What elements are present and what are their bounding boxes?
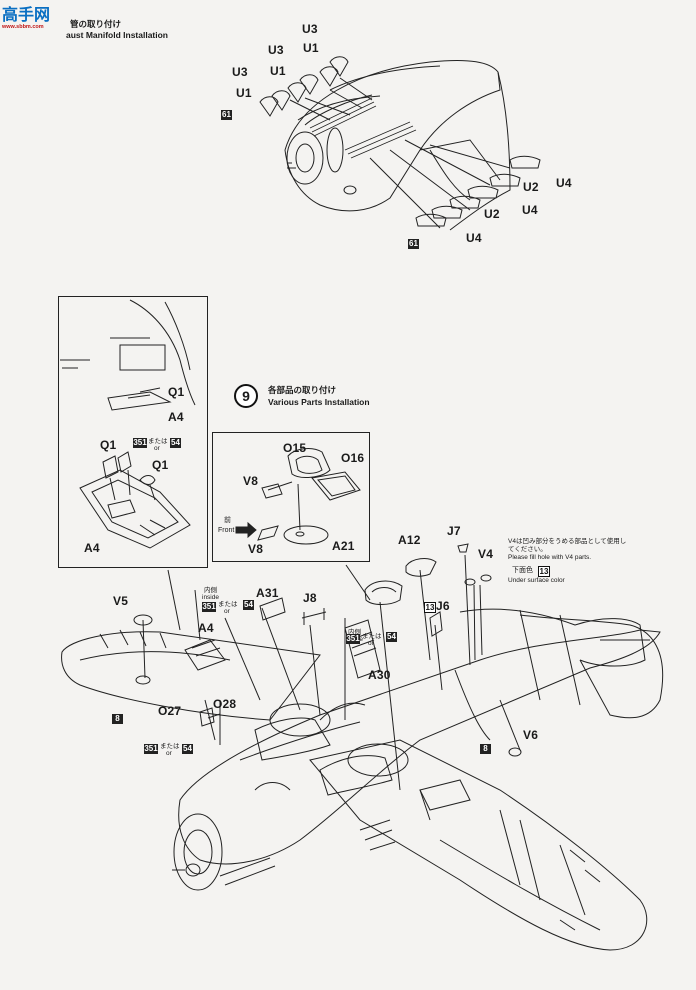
part-label-u1: U1	[303, 41, 319, 55]
part-label-o28: O28	[213, 697, 237, 711]
part-label-v4: V4	[478, 547, 494, 561]
part-label-v8: V8	[243, 474, 259, 488]
or-note-jp: または	[148, 438, 168, 445]
paint-number-54: 54	[386, 632, 397, 642]
part-label-u2: U2	[523, 180, 539, 194]
step-number-badge: 9	[234, 384, 258, 408]
front-label-jp: 前	[224, 517, 231, 524]
or-note-en: or	[224, 608, 230, 615]
part-label-v6: V6	[523, 728, 539, 742]
part-label-u2: U2	[484, 207, 500, 221]
part-label-u4: U4	[556, 176, 572, 190]
paint-number-54: 54	[243, 600, 254, 610]
paint-number-13: 13	[424, 602, 436, 613]
part-label-a4: A4	[168, 410, 184, 424]
or-note-en: or	[368, 640, 374, 647]
part-label-j7: J7	[447, 524, 461, 538]
paint-number-54: 54	[182, 744, 193, 754]
inside-note-en: inside	[202, 594, 219, 601]
paint-number-8: 8	[480, 744, 491, 754]
paint-number-54: 54	[170, 438, 181, 448]
part-label-u3: U3	[268, 43, 284, 57]
part-label-a4: A4	[84, 541, 100, 555]
paint-number-351: 351	[346, 634, 360, 644]
or-note-jp: または	[218, 601, 238, 608]
under-surface-note-en: Under surface color	[508, 577, 565, 584]
watermark-logo: 高手网 www.sbbm.com	[2, 8, 72, 38]
paint-number-61: 61	[408, 239, 419, 249]
part-label-a4: A4	[198, 621, 214, 635]
paint-number-351: 351	[133, 438, 147, 448]
watermark-url: www.sbbm.com	[2, 24, 44, 30]
part-label-u4: U4	[522, 203, 538, 217]
paint-number-61: 61	[221, 110, 232, 120]
part-label-a31: A31	[256, 586, 279, 600]
or-note-en: or	[166, 750, 172, 757]
paint-number-351: 351	[202, 602, 216, 612]
v4-note-jp-line2: てください。	[508, 546, 547, 553]
part-label-q1: Q1	[168, 385, 185, 399]
inset-exhaust-detail-box	[58, 296, 208, 568]
paint-number-13: 13	[538, 566, 550, 577]
inside-note-jp: 内側	[348, 629, 361, 636]
or-note-jp: または	[160, 743, 180, 750]
under-surface-note-jp: 下面色	[512, 567, 533, 574]
part-label-o27: O27	[158, 704, 182, 718]
part-label-j6: J6	[436, 599, 450, 613]
part-label-o16: O16	[341, 451, 365, 465]
front-label-en: Front	[218, 527, 235, 534]
part-label-o15: O15	[283, 441, 307, 455]
step8-title-en: aust Manifold Installation	[66, 30, 169, 40]
watermark-logo-text: 高手网	[2, 7, 51, 24]
or-note-en: or	[154, 445, 160, 452]
part-label-a30: A30	[368, 668, 391, 682]
part-label-a12: A12	[398, 533, 421, 547]
paint-number-351: 351	[144, 744, 158, 754]
inside-note-jp: 内側	[204, 587, 217, 594]
part-label-v5: V5	[113, 594, 129, 608]
step8-title-jp: 管の取り付け	[70, 19, 122, 29]
part-label-u1: U1	[236, 86, 252, 100]
paint-number-8: 8	[112, 714, 123, 724]
inset-parts-detail-box	[212, 432, 370, 562]
part-label-u3: U3	[232, 65, 248, 79]
part-label-j8: J8	[303, 591, 317, 605]
part-label-u1: U1	[270, 64, 286, 78]
step9-title-jp: 各部品の取り付け	[268, 385, 337, 395]
part-label-u4: U4	[466, 231, 482, 245]
part-label-a21: A21	[332, 539, 355, 553]
part-label-q1: Q1	[100, 438, 117, 452]
part-label-u3: U3	[302, 22, 318, 36]
step9-title-en: Various Parts Installation	[268, 397, 370, 407]
or-note-jp: または	[362, 633, 382, 640]
v4-note-jp-line1: V4は凹み部分をうめる部品として使用し	[508, 538, 627, 545]
part-label-q1: Q1	[152, 458, 169, 472]
v4-note-en: Please fill hole with V4 parts.	[508, 554, 592, 561]
part-label-v8: V8	[248, 542, 264, 556]
